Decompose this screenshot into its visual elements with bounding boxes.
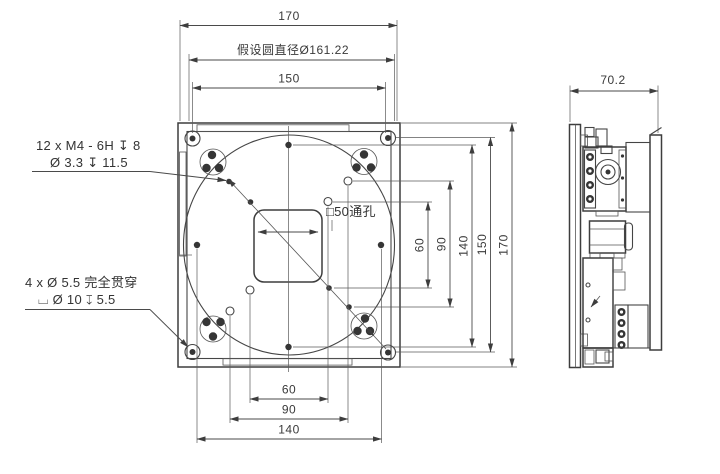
dim-top-150: 150 (192, 72, 386, 91)
open-hole-ne-outer (343, 176, 353, 186)
hole-bottom (285, 343, 292, 351)
dim-label: 150 (475, 234, 489, 256)
open-hole-sw-outer (225, 306, 235, 316)
side-connector-block (614, 304, 649, 349)
assumed-circle (182, 134, 396, 356)
plate-left-chamfer (179, 151, 187, 257)
rotation-arrow (590, 295, 601, 308)
dim-label: 60 (282, 383, 296, 397)
side-view: 70.2 (568, 73, 663, 369)
center-hole-label: □50通孔 (326, 204, 376, 219)
dim-top-170: 170 (179, 9, 398, 29)
m4-callout: 12 x M4 - 6H ↧ 8 Ø 3.3 ↧ 11.5 (32, 138, 227, 183)
side-bottom-foot (582, 347, 650, 368)
extension-lines (179, 20, 517, 443)
shaft-center (605, 169, 611, 175)
dim-label: 假设圆直径Ø161.22 (237, 43, 349, 57)
dim-top-assumed-circle: 假设圆直径Ø161.22 (188, 43, 395, 63)
center-square-hole (253, 209, 323, 283)
dim-label: 90 (282, 403, 296, 417)
cbore-note-line2: ⌴ Ø 10 ↧ 5.5 (38, 292, 116, 307)
side-table-plate (568, 123, 588, 369)
side-motor-block (582, 141, 651, 217)
plate-outline (177, 122, 401, 368)
plate-bottom-chamfer (222, 358, 353, 366)
dim-label: 70.2 (600, 73, 625, 87)
hole-right (377, 241, 385, 249)
m4-note-line1: 12 x M4 - 6H ↧ 8 (36, 138, 141, 153)
counterbore-callout: 4 x Ø 5.5 完全贯穿 ⌴ Ø 10 ↧ 5.5 (25, 275, 189, 348)
open-hole-sw-inner (245, 285, 255, 295)
dim-label: 170 (497, 234, 511, 256)
counterbore-hole (184, 343, 201, 361)
plate-top-chamfer (196, 124, 350, 132)
hole-nw-inner (247, 199, 254, 205)
counterbore-hole (379, 344, 397, 361)
dim-right-140: 140 (457, 144, 475, 348)
shaft-mid-circle (600, 164, 616, 180)
m4-note-line2: Ø 3.3 ↧ 11.5 (50, 155, 128, 170)
corner-counterbore-holes (184, 129, 397, 361)
dim-center-square: □50通孔 (257, 204, 376, 235)
dim-right-150: 150 (475, 137, 494, 353)
m4-cluster-ne (350, 148, 378, 175)
dim-bottom-140: 140 (196, 423, 382, 442)
dim-label: 60 (413, 238, 427, 252)
cardinal-holes (193, 141, 385, 351)
dim-label: 140 (457, 235, 471, 257)
side-top-connector (584, 126, 613, 155)
dim-right-90: 90 (435, 180, 453, 308)
dim-side-70_2: 70.2 (569, 73, 659, 133)
dim-label: 140 (278, 423, 300, 437)
plate-outer-edge (177, 122, 401, 368)
dim-label: 170 (278, 9, 300, 23)
front-view: 170 假设圆直径Ø161.22 150 60 90 140 150 (25, 9, 517, 443)
cbore-note-line1: 4 x Ø 5.5 完全贯穿 (25, 275, 138, 290)
m4-cluster-sw (199, 315, 227, 343)
hole-top (285, 141, 292, 149)
dim-label: 90 (435, 237, 449, 251)
hole-left (193, 241, 201, 249)
dim-right-60: 60 (413, 201, 431, 289)
counterbore-hole (379, 129, 397, 147)
shaft-outer-circle (594, 158, 622, 186)
m4-cluster-nw (199, 148, 227, 176)
side-base-bar (649, 127, 663, 351)
dim-bottom-60: 60 (249, 383, 329, 402)
dim-right-170: 170 (497, 122, 515, 368)
dim-bottom-90: 90 (229, 403, 349, 422)
side-mid-body (588, 220, 634, 259)
side-upper-bracket (625, 141, 651, 213)
dim-label: 150 (278, 72, 300, 86)
